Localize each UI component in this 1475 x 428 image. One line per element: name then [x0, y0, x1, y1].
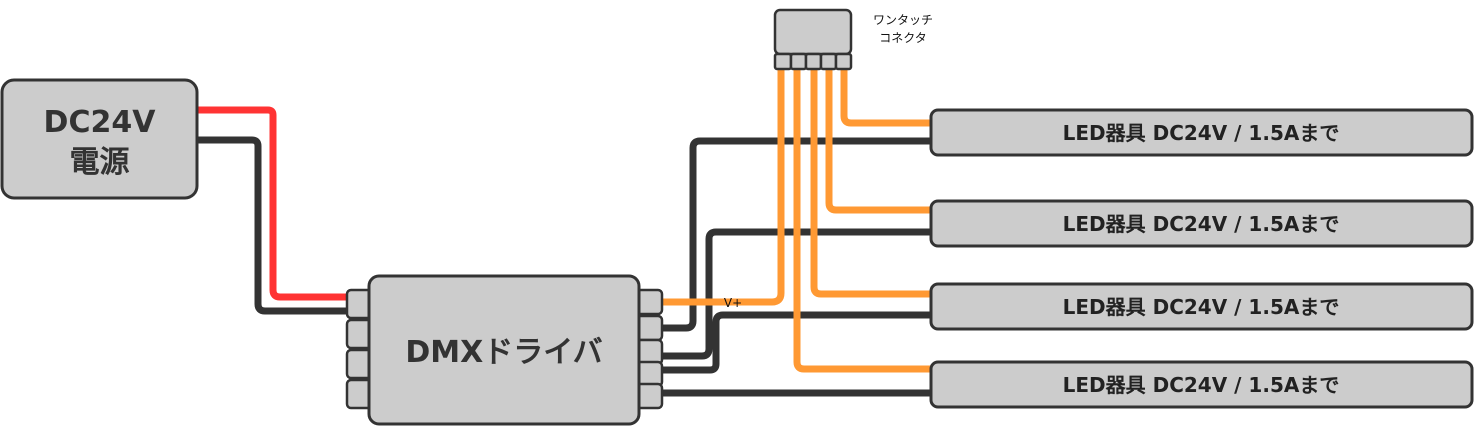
vplus-led-wire-1: [840, 68, 935, 127]
dmx-driver: DMXドライバ: [345, 274, 664, 426]
led-fixture-label: LED器具 DC24V / 1.5Aまで: [1063, 373, 1340, 397]
connector-pin-3: [804, 52, 823, 71]
connector-label-line1: ワンタッチ: [873, 13, 933, 27]
connector-label-line2: コネクタ: [879, 31, 927, 45]
led-fixture-1: LED器具 DC24V / 1.5Aまで: [929, 108, 1474, 157]
output-wire-3: [662, 311, 935, 374]
output-wire-1: [662, 137, 935, 332]
power-supply-name-label: 電源: [70, 145, 130, 180]
led-fixture-label: LED器具 DC24V / 1.5Aまで: [1063, 121, 1340, 145]
led-fixture-3: LED器具 DC24V / 1.5Aまで: [929, 282, 1474, 331]
power-supply-voltage-label: DC24V: [44, 105, 157, 140]
connector-pin-2: [789, 52, 808, 71]
power-supply: DC24V 電源: [0, 78, 199, 200]
vplus-label: V+: [724, 296, 742, 310]
connector-pin-1: [773, 52, 793, 71]
power-positive-wire: [197, 106, 350, 301]
led-fixture-2: LED器具 DC24V / 1.5Aまで: [929, 199, 1474, 248]
vplus-led-wire-4: [793, 68, 935, 373]
vplus-led-wire-2: [825, 68, 935, 214]
power-negative-wire: [197, 136, 350, 315]
led-fixture-label: LED器具 DC24V / 1.5Aまで: [1063, 295, 1340, 319]
vplus-led-wire-3: [810, 68, 935, 298]
dmx-driver-label: DMXドライバ: [405, 335, 602, 370]
connector-pin-5: [834, 52, 853, 71]
led-fixture-label: LED器具 DC24V / 1.5Aまで: [1063, 212, 1340, 236]
led-fixture-4: LED器具 DC24V / 1.5Aまで: [929, 360, 1474, 409]
connector-pin-4: [819, 52, 838, 71]
output-wire-2: [662, 228, 935, 360]
one-touch-connector: ワンタッチ コネクタ: [773, 8, 933, 71]
vplus-common-wire: [662, 68, 785, 306]
